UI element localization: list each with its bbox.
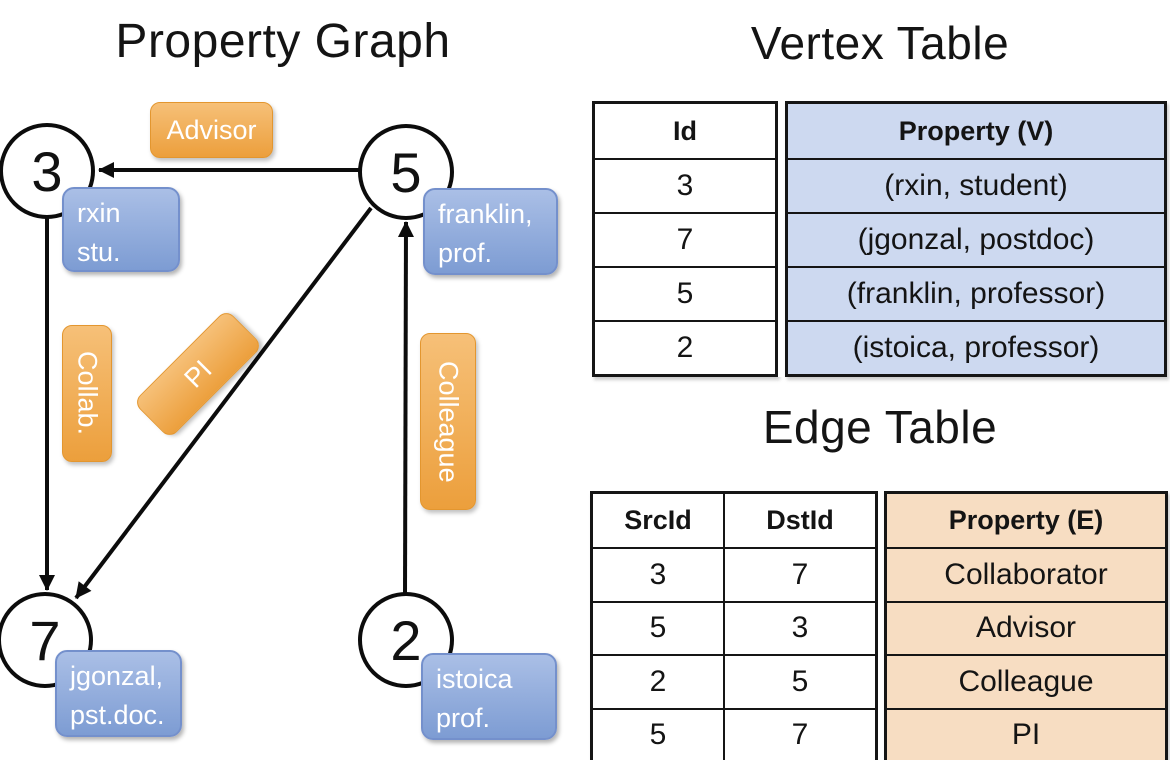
vertex-table-property-column: Property (V) (rxin, student) (jgonzal, p… — [785, 101, 1167, 377]
edge-table-dstid-cell: 3 — [723, 600, 875, 655]
edge-table-srcid-cell: 5 — [593, 707, 723, 760]
edge-table-header-dstid: DstId — [723, 494, 875, 548]
vertex-attr-franklin-line2: prof. — [438, 238, 493, 269]
vertex-attr-franklin-line1: franklin, — [438, 199, 533, 229]
edge-table-dstid-cell: 7 — [723, 707, 875, 760]
edge-pi-arrow — [74, 206, 373, 600]
vertex-attr-franklin: franklin, prof. — [423, 188, 558, 275]
vertex-table-header-property: Property (V) — [788, 104, 1164, 158]
edge-table-column-gap — [878, 491, 884, 760]
edge-table-header-property: Property (E) — [887, 494, 1165, 548]
vertex-attr-rxin-line2: stu. — [77, 237, 121, 268]
vertex-table-id-cell: 2 — [595, 320, 775, 374]
edge-label-colleague: Colleague — [420, 333, 476, 510]
vertex-table-title: Vertex Table — [750, 17, 1010, 69]
vertex-table-property-cell: (franklin, professor) — [788, 266, 1164, 320]
edge-label-advisor: Advisor — [150, 102, 273, 158]
edge-table-dstid-cell: 5 — [723, 654, 875, 708]
vertex-table-property-cell: (istoica, professor) — [788, 320, 1164, 374]
edge-table-property-cell: Advisor — [887, 600, 1165, 655]
edge-table-id-columns: SrcId DstId 3 7 5 3 2 5 5 7 — [590, 491, 878, 760]
vertex-table-property-cell: (jgonzal, postdoc) — [788, 212, 1164, 266]
vertex-attr-jgonzal-line2: pst.doc. — [70, 700, 165, 731]
vertex-attr-jgonzal-line1: jgonzal, — [70, 661, 164, 691]
edge-table-property-cell: Colleague — [887, 654, 1165, 708]
vertex-attr-istoica-line2: prof. — [436, 703, 491, 734]
vertex-attr-jgonzal: jgonzal, pst.doc. — [55, 650, 182, 737]
vertex-attr-rxin: rxin stu. — [62, 187, 180, 272]
vertex-table-column-gap — [778, 101, 785, 377]
vertex-node-2-id: 2 — [390, 608, 422, 672]
vertex-node-3: 3 — [0, 123, 95, 219]
edge-colleague-arrow — [397, 221, 414, 598]
vertex-table-id-column: Id 3 7 5 2 — [592, 101, 778, 377]
edge-table-header-srcid: SrcId — [624, 505, 692, 536]
vertex-table-id-cell: 5 — [595, 266, 775, 320]
edge-table-srcid-cell: 2 — [593, 654, 723, 707]
vertex-table-property-cell: (rxin, student) — [788, 158, 1164, 212]
vertex-table: Id 3 7 5 2 Property (V) (rxin, student) … — [592, 101, 1167, 377]
vertex-attr-istoica-line1: istoica — [436, 664, 513, 694]
vertex-node-3-id: 3 — [31, 139, 63, 203]
edge-table-dstid-cell: 7 — [723, 547, 875, 601]
edge-table-property-cell: PI — [887, 707, 1165, 760]
vertex-table-id-cell: 7 — [595, 212, 775, 266]
edge-table-srcid-cell: 3 — [593, 547, 723, 600]
edge-table-srcid-cell: 5 — [593, 600, 723, 654]
vertex-attr-istoica: istoica prof. — [421, 653, 557, 740]
vertex-node-5-id: 5 — [390, 140, 422, 204]
edge-table: SrcId DstId 3 7 5 3 2 5 5 7 Property (E)… — [590, 491, 1168, 760]
property-graph-title: Property Graph — [115, 15, 451, 68]
edge-label-collab: Collab. — [62, 325, 112, 462]
vertex-attr-rxin-line1: rxin — [77, 198, 121, 228]
edge-table-property-column: Property (E) Collaborator Advisor Collea… — [884, 491, 1168, 760]
edge-table-property-cell: Collaborator — [887, 547, 1165, 601]
edge-table-title: Edge Table — [762, 401, 998, 453]
vertex-table-id-cell: 3 — [595, 158, 775, 212]
vertex-table-header-id: Id — [673, 115, 697, 146]
